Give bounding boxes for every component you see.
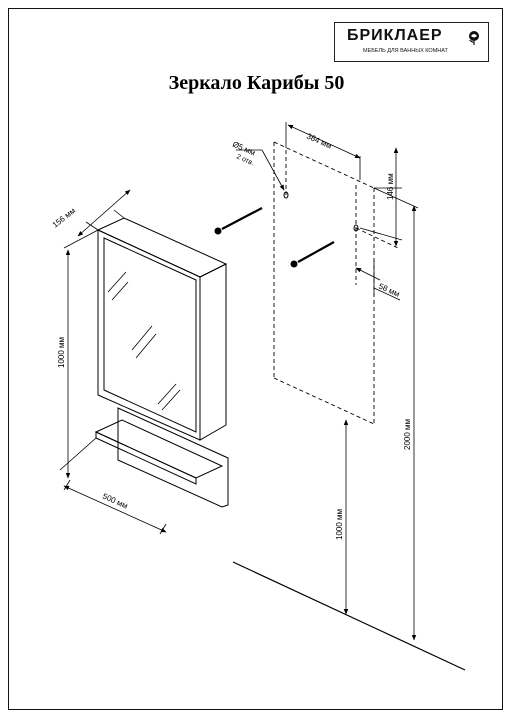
page-title: Зеркало Карибы 50: [168, 72, 345, 94]
screw-bottom: [290, 224, 359, 268]
screw-top: [214, 191, 289, 235]
brand-name: БРИКЛАЕР: [347, 27, 443, 44]
total-height-label: 2000 мм: [403, 419, 412, 450]
mounting-screws: [214, 191, 359, 268]
side-offset-dimension: [355, 260, 401, 301]
mirror-cabinet: [94, 217, 229, 508]
glass-reflection: [107, 271, 181, 411]
brand-tagline: МЕБЕЛЬ ДЛЯ ВАННЫХ КОМНАТ: [363, 48, 448, 54]
back-panel: [117, 407, 229, 508]
hole-diameter-label: Ø5 мм: [231, 140, 257, 158]
hole-spacing-label: 384 мм: [305, 132, 333, 151]
top-offset-dimension: [359, 147, 403, 247]
height-label: 1000 мм: [57, 337, 66, 368]
total-height-dimension: [373, 187, 419, 641]
cabinet-side: [199, 263, 227, 441]
top-offset-label: 146 мм: [386, 173, 395, 200]
drawing-frame: [8, 8, 503, 710]
width-dimension: [63, 479, 167, 535]
hole-diameter-leader: [236, 149, 285, 191]
floor-line: [232, 561, 466, 671]
shelf-front: [95, 431, 197, 485]
wall-outline: [273, 141, 399, 425]
height-dimension: [59, 229, 99, 479]
brand-logo: БРИКЛАЕР МЕБЕЛЬ ДЛЯ ВАННЫХ КОМНАТ: [334, 22, 489, 62]
mirror-front: [97, 229, 201, 441]
mirror-glass: [103, 237, 197, 433]
hole-spacing-dimension: [285, 122, 361, 180]
shelf-top: [94, 419, 224, 479]
rose-icon: [469, 31, 479, 45]
width-label: 500 мм: [101, 492, 129, 511]
cabinet-top: [96, 217, 228, 278]
side-offset-label: 58 мм: [377, 282, 401, 299]
depth-dimension: [77, 189, 131, 237]
depth-label: 156 мм: [51, 206, 77, 229]
bottom-mount-label: 1000 мм: [335, 509, 344, 540]
